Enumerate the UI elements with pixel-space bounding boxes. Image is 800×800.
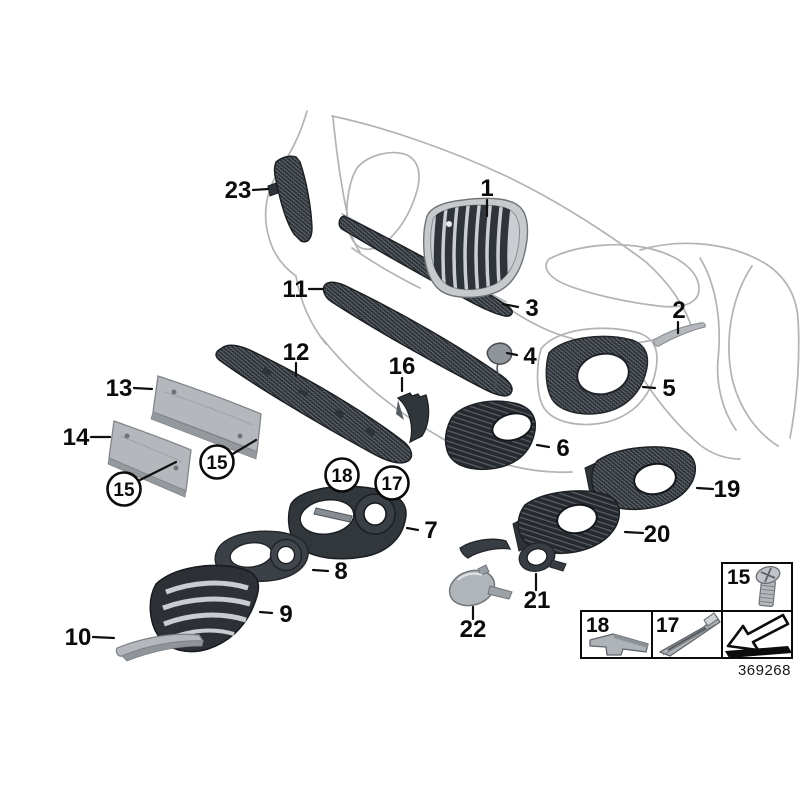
part-10-trim-strip xyxy=(115,633,205,662)
part-13-plate-filler-large xyxy=(150,375,262,460)
callout-23[interactable]: 23 xyxy=(225,177,270,204)
callout-22-label: 22 xyxy=(460,616,487,643)
callout-2[interactable]: 2 xyxy=(672,297,686,335)
part-7-fog-surround-left xyxy=(287,485,407,560)
legend-screw-label: 15 xyxy=(727,566,751,589)
leader-line xyxy=(91,635,116,640)
callout-4[interactable]: 4 xyxy=(505,343,537,370)
part-20-fog-grille-right-inner xyxy=(512,490,620,555)
callout-1-label: 1 xyxy=(480,175,493,202)
part-16-bracket xyxy=(396,392,430,444)
callout-2-label: 2 xyxy=(672,297,685,324)
callout-19-label: 19 xyxy=(714,476,741,503)
callout-6-label: 6 xyxy=(556,435,569,462)
callout-17-label: 17 xyxy=(381,474,402,495)
direction-arrow-icon xyxy=(725,613,792,658)
leader-line xyxy=(258,610,274,615)
callout-12-label: 12 xyxy=(283,339,310,366)
part-11-center-grille-upper xyxy=(322,281,513,397)
callout-11-label: 11 xyxy=(282,276,307,303)
callout-circle xyxy=(106,471,142,507)
callout-4-label: 4 xyxy=(523,343,537,370)
part-6-fog-grille-left xyxy=(444,400,537,471)
part-2-bumper-trim-strip xyxy=(653,322,706,347)
callout-20-label: 20 xyxy=(644,521,671,548)
callout-8-label: 8 xyxy=(334,558,347,585)
callout-8[interactable]: 8 xyxy=(311,558,348,585)
callout-18-label: 18 xyxy=(331,466,352,487)
callout-15-circled-b[interactable]: 15 xyxy=(199,438,258,480)
callout-circle xyxy=(199,444,235,480)
callout-9[interactable]: 9 xyxy=(258,601,293,628)
legend-cell-rail[interactable]: 17 xyxy=(651,610,723,659)
leader-line xyxy=(535,443,551,449)
diagram-number: 369268 xyxy=(738,662,791,679)
callout-16-label: 16 xyxy=(389,353,416,380)
callout-17-circled[interactable]: 17 xyxy=(374,465,410,501)
callout-9-label: 9 xyxy=(279,601,292,628)
callout-20[interactable]: 20 xyxy=(623,521,671,548)
leader-line xyxy=(405,526,420,532)
legend-cell-clip[interactable]: 18 xyxy=(580,610,653,659)
part-12-center-grille-lower xyxy=(215,344,413,464)
callout-14-label: 14 xyxy=(63,424,90,451)
callout-circle xyxy=(324,457,360,493)
callout-19[interactable]: 19 xyxy=(695,476,741,503)
callout-10-label: 10 xyxy=(65,624,92,651)
callout-22[interactable]: 22 xyxy=(460,605,487,643)
callout-15-circled-a[interactable]: 15 xyxy=(106,460,178,507)
callout-21[interactable]: 21 xyxy=(524,572,551,614)
callout-7[interactable]: 7 xyxy=(405,517,438,544)
callout-15-label: 15 xyxy=(113,480,135,501)
callout-circle xyxy=(374,465,410,501)
slide-rail-icon xyxy=(659,612,721,657)
callout-13-label: 13 xyxy=(106,375,133,402)
callout-6[interactable]: 6 xyxy=(535,435,570,462)
callout-7-label: 7 xyxy=(424,517,437,544)
part-23-side-grille xyxy=(267,155,313,243)
part-19-fog-grille-right-outer xyxy=(584,446,696,511)
callout-10[interactable]: 10 xyxy=(65,624,116,651)
callout-16[interactable]: 16 xyxy=(389,353,416,393)
callout-21-label: 21 xyxy=(524,587,551,614)
leader-line xyxy=(623,530,645,535)
callout-1[interactable]: 1 xyxy=(480,175,494,218)
callout-18-circled[interactable]: 18 xyxy=(324,457,360,493)
legend: 15 18 17 xyxy=(580,562,793,679)
part-4-tow-hook xyxy=(486,342,513,389)
part-5-fog-grille-on-car xyxy=(545,335,649,415)
part-1-kidney-grille xyxy=(422,197,529,299)
part-22-cover-cap xyxy=(448,564,513,607)
callout-23-label: 23 xyxy=(225,177,252,204)
leader-line xyxy=(251,187,270,192)
callout-5[interactable]: 5 xyxy=(641,375,676,402)
callout-11[interactable]: 11 xyxy=(282,276,325,303)
t-clip-icon xyxy=(589,633,649,656)
phillips-screw-icon xyxy=(755,565,781,608)
leader-line xyxy=(132,386,154,391)
callout-14[interactable]: 14 xyxy=(63,424,112,451)
leader-line xyxy=(641,385,657,390)
leader-line xyxy=(311,568,330,573)
legend-rail-label: 17 xyxy=(656,614,679,637)
legend-clip-label: 18 xyxy=(586,614,610,637)
leader-line xyxy=(501,302,520,309)
leader-line xyxy=(136,460,178,483)
leader-line xyxy=(695,486,715,491)
callout-13[interactable]: 13 xyxy=(106,375,154,402)
leader-line xyxy=(505,351,519,357)
legend-cell-screw[interactable]: 15 xyxy=(721,562,793,612)
leader-line xyxy=(229,438,258,457)
part-9-side-air-grille xyxy=(149,564,260,653)
callout-15-label: 15 xyxy=(206,453,228,474)
callout-5-label: 5 xyxy=(662,375,675,402)
legend-box xyxy=(721,562,793,612)
part-21-mounting-bracket-set xyxy=(459,538,567,572)
callout-3-label: 3 xyxy=(525,295,538,322)
callout-3[interactable]: 3 xyxy=(501,295,539,322)
callout-12[interactable]: 12 xyxy=(283,339,310,378)
legend-cell-direction[interactable] xyxy=(721,610,793,659)
